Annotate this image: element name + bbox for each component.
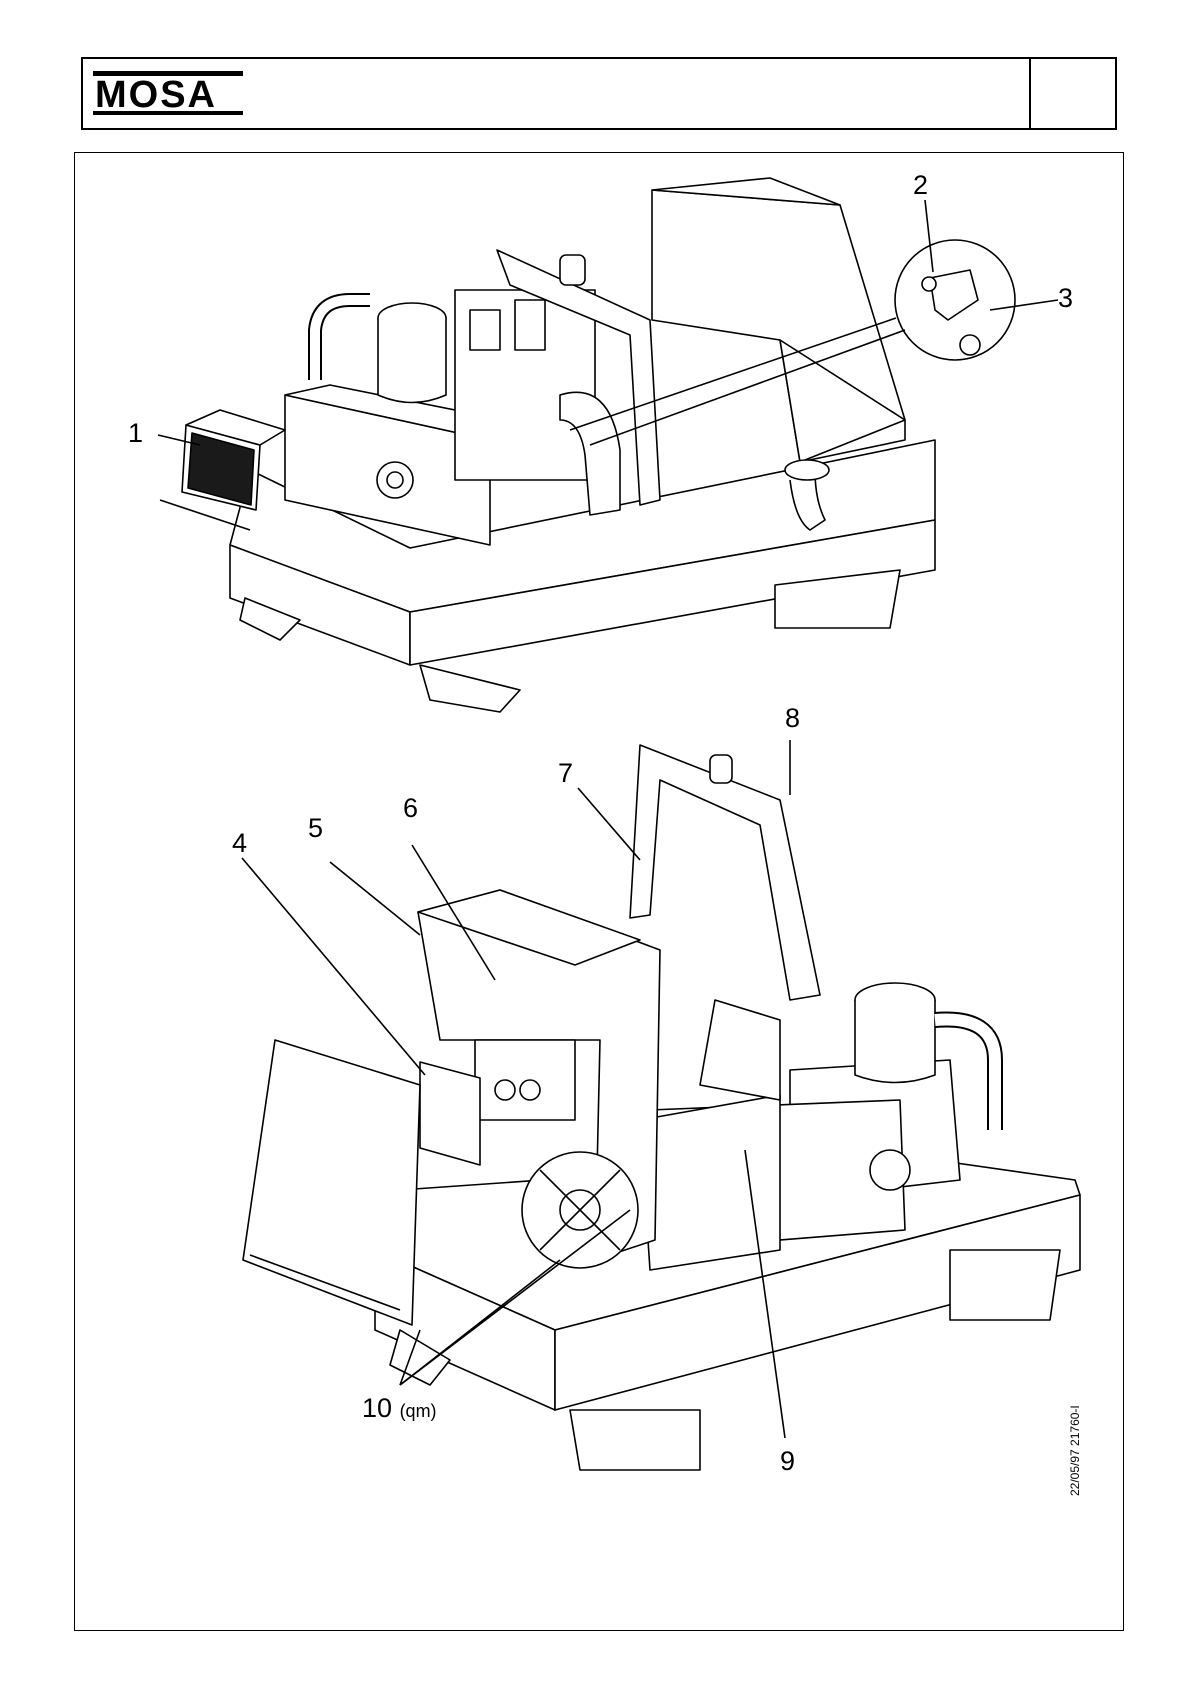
callout-3: 3: [1058, 285, 1073, 312]
callout-5: 5: [308, 815, 323, 842]
bottom-engine-panel: [700, 1000, 780, 1100]
bottom-foot-right: [950, 1250, 1060, 1320]
callout-1: 1: [128, 420, 143, 447]
bottom-cover-9: [640, 1095, 780, 1270]
leader-4: [242, 858, 425, 1075]
bottom-open-door: [243, 1040, 420, 1325]
callout-6: 6: [403, 795, 418, 822]
top-foot-mid: [420, 665, 520, 712]
callout-7: 7: [558, 760, 573, 787]
bottom-foot-mid: [570, 1410, 700, 1470]
leader-5: [330, 862, 420, 935]
leader-7: [578, 788, 640, 860]
callout-10-suffix: (qm): [400, 1401, 437, 1421]
callout-2: 2: [913, 172, 928, 199]
bottom-panel-4: [420, 1062, 480, 1165]
top-air-filter: [378, 318, 446, 403]
callout-8: 8: [785, 705, 800, 732]
callout-10-number: 10: [362, 1393, 392, 1423]
document-reference: 22/05/97 21760-I: [1068, 1405, 1082, 1496]
callout-10: 10 (qm): [362, 1395, 437, 1422]
callout-4: 4: [232, 830, 247, 857]
callout-9: 9: [780, 1448, 795, 1475]
